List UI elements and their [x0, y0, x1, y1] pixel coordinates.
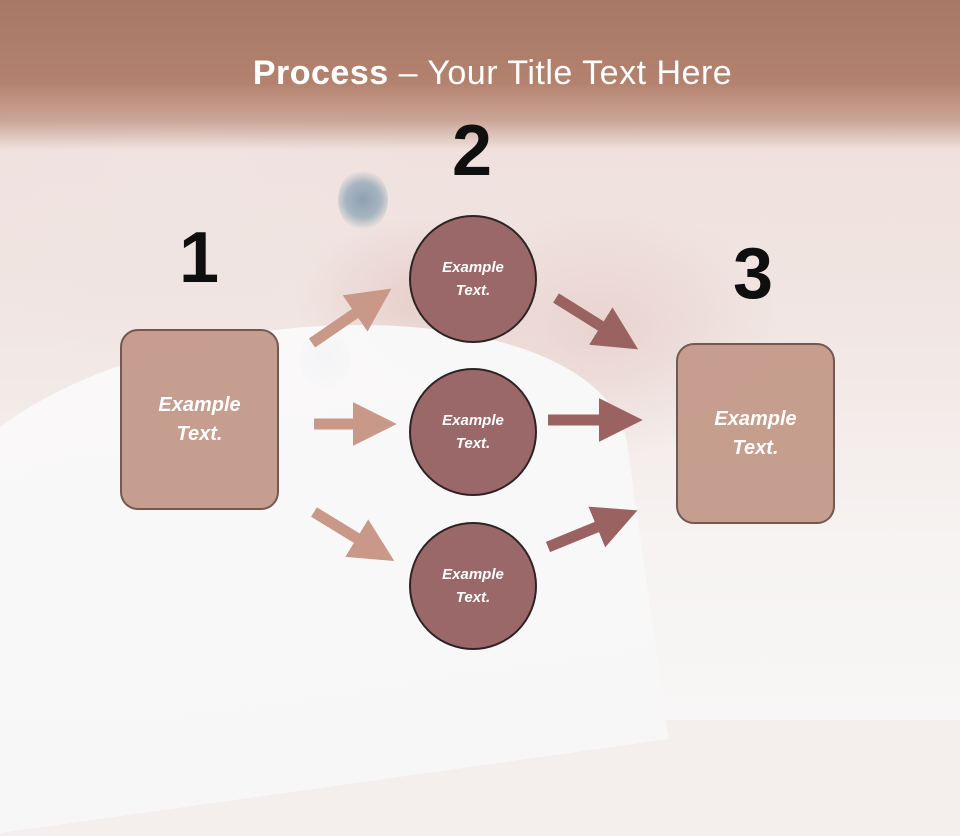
right-box-line2: Text. [732, 436, 779, 459]
title-rest: – Your Title Text Here [388, 54, 733, 92]
title-bold: Process [252, 54, 389, 92]
left-box-line1: Example [158, 393, 241, 416]
step-number-1: 1 [178, 218, 220, 298]
right-box[interactable]: Example Text. [676, 343, 835, 524]
left-box-line2: Text. [176, 422, 223, 445]
circle-top[interactable]: Example Text. [409, 215, 537, 343]
step-number-3: 3 [732, 234, 774, 314]
right-box-line1: Example [714, 407, 797, 430]
arrow-left-to-bottom [311, 507, 395, 562]
circle-bottom[interactable]: Example Text. [409, 522, 537, 650]
circle-bottom-line2: Text. [455, 589, 491, 606]
circle-top-line1: Example [442, 259, 504, 276]
step-number-2: 2 [451, 111, 493, 191]
slide-title: Process – Your Title Text Here [0, 54, 960, 93]
circle-middle-line1: Example [442, 412, 504, 429]
arrow-top-to-right [553, 293, 639, 350]
circle-middle[interactable]: Example Text. [409, 368, 537, 496]
circle-top-line2: Text. [455, 282, 491, 299]
circle-middle-line2: Text. [455, 435, 491, 452]
photo-eye-upper [338, 170, 388, 230]
title-bar [0, 0, 960, 150]
arrow-left-to-top [308, 288, 392, 348]
arrows-layer [308, 288, 643, 562]
circle-bottom-line1: Example [442, 566, 504, 583]
left-box[interactable]: Example Text. [120, 329, 279, 510]
arrow-bottom-to-right [545, 506, 638, 553]
